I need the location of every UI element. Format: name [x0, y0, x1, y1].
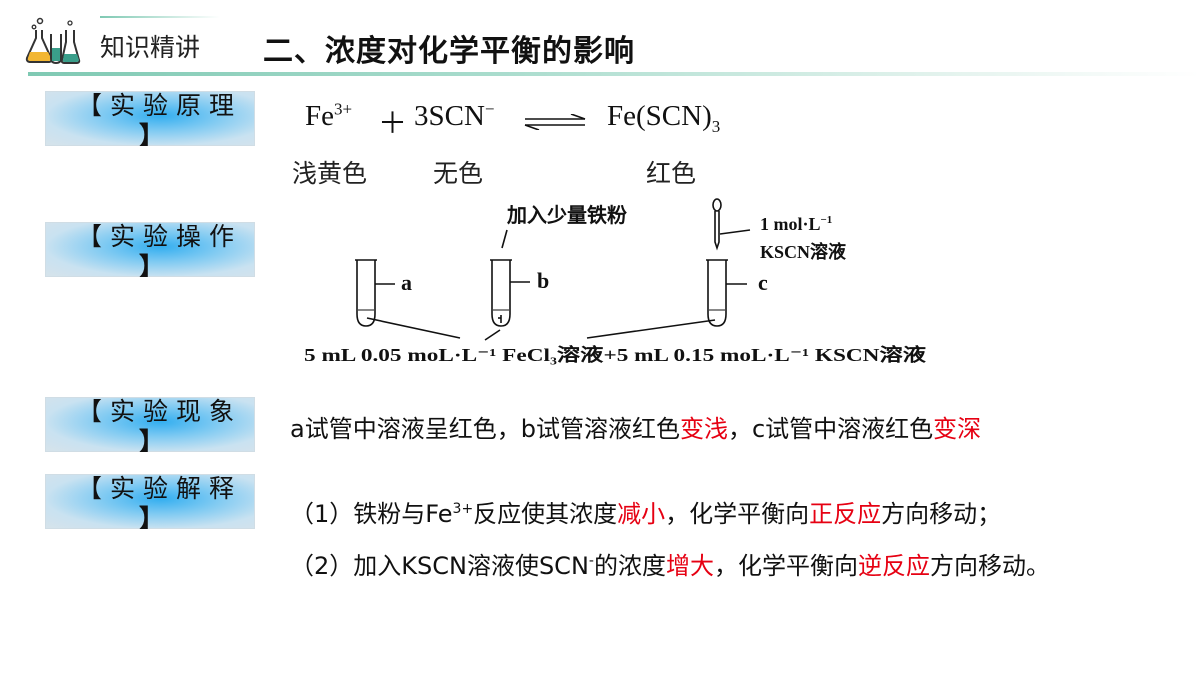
header-accent-line: [100, 16, 220, 18]
equilibrium-arrow-icon: [524, 114, 586, 130]
header-divider: [28, 72, 1200, 76]
test-tube-a: [355, 259, 395, 327]
label-explanation-text: 【实验解释: [77, 474, 243, 503]
label-principle-text: 【实验原理: [77, 91, 243, 120]
page-title: 二、浓度对化学平衡的影响: [263, 34, 635, 69]
label-phenomenon-text: 【实验现象: [77, 397, 243, 426]
label-principle-close: 】: [139, 121, 173, 146]
tube-label-b: b: [537, 268, 549, 293]
section-label: 知识精讲: [100, 33, 201, 62]
emphasis-decrease: 减小: [617, 500, 666, 528]
kscn-solution-label: KSCN溶液: [760, 241, 847, 262]
explanation-line-2: （2）加入KSCN溶液使SCN-的浓度增大，化学平衡向逆反应方向移动。: [290, 552, 1050, 580]
test-tube-b: [490, 229, 530, 327]
reactant-fe: Fe3+: [305, 99, 353, 132]
reactant-scn: 3SCN−: [414, 99, 495, 132]
add-iron-label: 加入少量铁粉: [506, 203, 627, 227]
dropper-icon: [712, 198, 751, 251]
label-explanation: 【实验解释】: [45, 474, 255, 529]
label-operation-close: 】: [139, 252, 173, 277]
tube-label-c: c: [758, 270, 768, 295]
label-phenomenon-close: 】: [139, 427, 173, 452]
explanation-line-1: （1）铁粉与Fe3+反应使其浓度减小，化学平衡向正反应方向移动；: [290, 500, 1002, 528]
color-colorless: 无色: [433, 159, 484, 188]
phenomenon-text: a试管中溶液呈红色，b试管溶液红色变浅，c试管中溶液红色变深: [290, 415, 982, 443]
test-tube-diagram: a b c 加入少量铁粉 1 mol·L−1 KSCN溶液 5 mL 0.05 …: [304, 198, 927, 365]
product-fescn3: Fe(SCN)3: [607, 100, 721, 136]
label-operation-text: 【实验操作: [77, 222, 243, 251]
lab-flask-logo-icon: [25, 17, 81, 65]
label-operation: 【实验操作】: [45, 222, 255, 277]
emphasis-forward: 正反应: [809, 500, 882, 528]
plus-sign: ＋: [378, 108, 408, 140]
emphasis-increase: 增大: [665, 552, 714, 580]
test-tube-c: [706, 259, 747, 327]
tube-label-a: a: [401, 270, 412, 295]
emphasis-darker: 变深: [933, 415, 982, 443]
solution-caption: 5 mL 0.05 moL·L⁻¹ FeCl₃溶液+5 mL 0.15 moL·…: [304, 344, 927, 365]
label-principle: 【实验原理】: [45, 91, 255, 146]
color-red: 红色: [646, 159, 697, 188]
label-explanation-close: 】: [139, 504, 173, 529]
label-phenomenon: 【实验现象】: [45, 397, 255, 452]
color-pale-yellow: 浅黄色: [292, 159, 368, 188]
emphasis-lighter: 变浅: [679, 415, 728, 443]
emphasis-reverse: 逆反应: [857, 552, 930, 580]
kscn-concentration-label: 1 mol·L−1: [760, 214, 832, 234]
